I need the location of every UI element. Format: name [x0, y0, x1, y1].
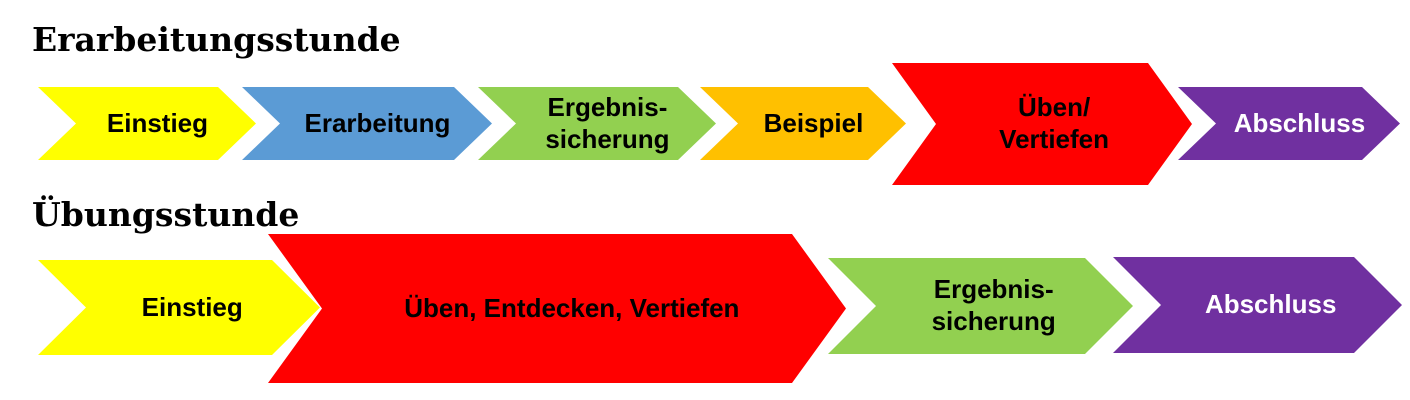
step-label-line: Beispiel — [763, 107, 864, 138]
process-step-erarbeitungsstunde-4: Beispiel — [700, 87, 906, 160]
step-label-line: sicherung — [931, 306, 1056, 336]
step-label-line: Üben, Entdecken, Vertiefen — [404, 292, 740, 323]
step-label-line: Vertiefen — [999, 124, 1109, 154]
step-label-line: Einstieg — [141, 291, 243, 322]
process-step-uebungsstunde-2: Üben, Entdecken, Vertiefen — [268, 234, 846, 383]
section-title-erarbeitungsstunde: Erarbeitungsstunde — [32, 20, 401, 59]
step-label-line: Ergebnis- — [933, 274, 1054, 305]
process-step-uebungsstunde-1: Einstieg — [38, 260, 320, 355]
process-step-erarbeitungsstunde-1: Einstieg — [38, 87, 256, 160]
process-step-erarbeitungsstunde-2: Erarbeitung — [242, 87, 492, 160]
step-label-line: Üben/ — [1017, 92, 1091, 123]
process-step-erarbeitungsstunde-6: Abschluss — [1178, 87, 1400, 160]
process-step-erarbeitungsstunde-3: Ergebnis-sicherung — [478, 87, 716, 160]
step-label-line: sicherung — [545, 123, 670, 154]
process-step-uebungsstunde-4: Abschluss — [1113, 257, 1402, 353]
process-step-erarbeitungsstunde-5: Üben/Vertiefen — [892, 63, 1192, 185]
section-title-uebungsstunde: Übungsstunde — [32, 195, 300, 234]
step-label-line: Abschluss — [1233, 107, 1366, 138]
step-label-line: Erarbeitung — [304, 107, 451, 138]
step-label-line: Abschluss — [1204, 289, 1337, 320]
step-label-line: Einstieg — [106, 107, 209, 138]
step-label-line: Ergebnis- — [547, 91, 668, 122]
process-step-uebungsstunde-3: Ergebnis-sicherung — [828, 258, 1133, 354]
